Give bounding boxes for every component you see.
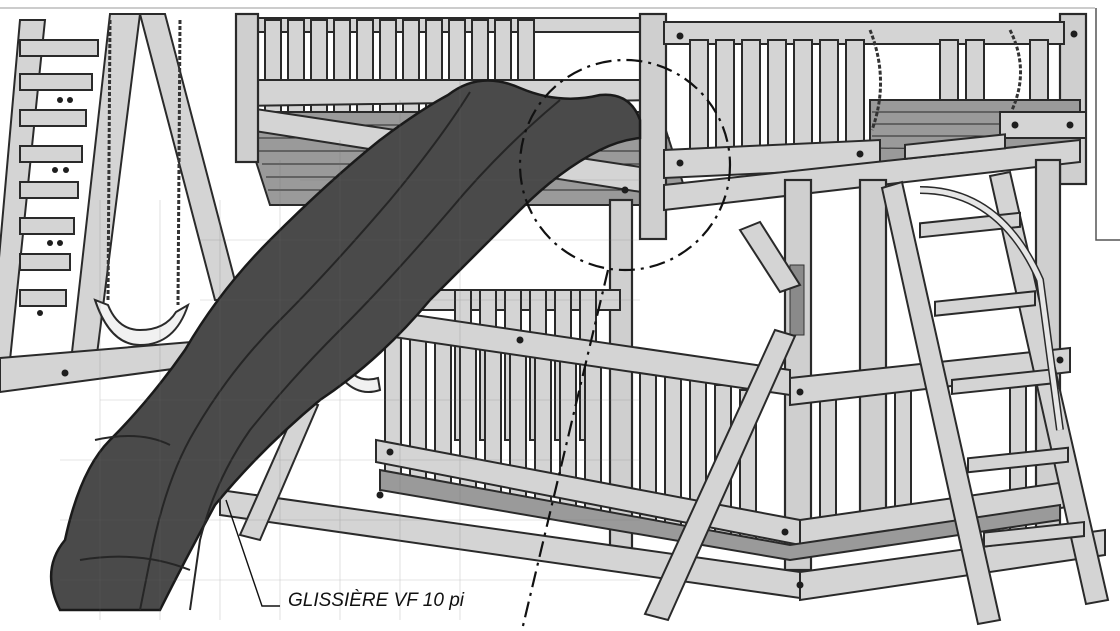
slide-exit-lip: [94, 435, 171, 446]
detail-callout-circle: [518, 58, 732, 272]
a-frame-leg-diagonal: [138, 13, 242, 301]
slide-rail-left: [139, 91, 471, 611]
rock-wall: [19, 39, 99, 316]
slide-body: [49, 79, 642, 612]
tower-post-front-left: [638, 12, 668, 241]
swing-chain-left: [106, 19, 112, 301]
slide-grid: [60, 80, 640, 620]
ladder-rung: [967, 446, 1069, 474]
slide-callout-label: GLISSIÈRE VF 10 pi: [288, 590, 465, 611]
slide-callout-leader: [225, 499, 280, 607]
ladder: [880, 133, 1110, 626]
ladder-rail-left: [880, 180, 1002, 626]
tower-rope-left: [868, 29, 883, 131]
ladder-rung: [983, 520, 1085, 548]
frame-right-panel: [1095, 8, 1120, 241]
lower-deck-floor: [379, 468, 1061, 562]
slide-exit-edge: [79, 555, 191, 571]
tower-post-back-left: [234, 12, 260, 164]
ladder-rung: [904, 133, 1006, 160]
slide-10ft: [49, 79, 642, 620]
brace-front-diagonal: [643, 328, 797, 622]
brace-upper: [738, 220, 802, 294]
slide-rail-right: [189, 99, 561, 611]
ladder-rung: [934, 290, 1036, 317]
swing-a-frame: [0, 13, 242, 394]
swing-seat: [93, 298, 190, 347]
tower-lower-level: [219, 158, 1106, 622]
lower-post-front-right: [858, 178, 888, 542]
tower-rope-right: [1008, 29, 1022, 111]
swing-chain-right: [176, 19, 182, 306]
